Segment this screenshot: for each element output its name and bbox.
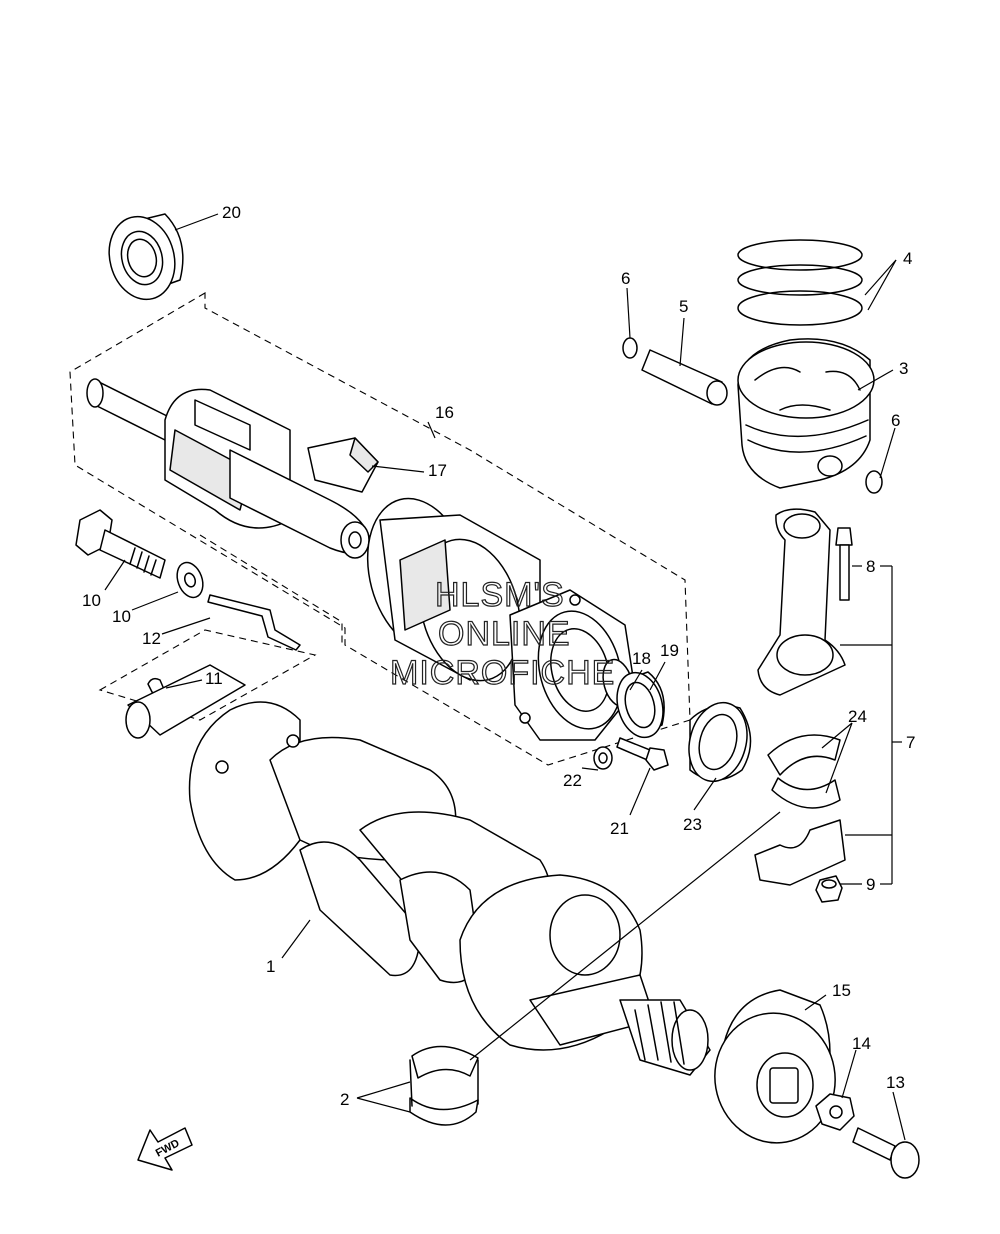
clip-6a [622,337,638,359]
callout-24: 23 [683,815,702,834]
lock-washer-15 [815,1093,855,1131]
oil-seal-24 [688,701,752,783]
weight-18 [307,437,379,493]
bolt-10 [75,509,166,579]
callout-13: 12 [142,629,161,648]
callouts: 20 16 17 10 10 12 11 1 2 22 21 23 18 19 … [82,203,915,1109]
callout-20: 19 [660,641,679,660]
collar-20 [616,671,665,739]
callout-25: 24 [848,707,867,726]
connecting-rod-7 [757,508,846,696]
watermark-line-3: MICROFICHE [390,654,615,692]
gear-16 [714,989,836,1144]
callout-6b: 6 [891,411,900,430]
bolt-group-outline [199,534,343,645]
callout-7: 7 [906,733,915,752]
callout-17: 16 [435,403,454,422]
callout-15: 14 [852,1034,871,1053]
bolt-8 [835,527,853,601]
callout-12: 11 [205,669,223,688]
callout-3: 3 [899,359,908,378]
callout-18: 17 [428,461,447,480]
callout-1: 1 [266,957,275,976]
bolt-22 [616,737,669,771]
plate-13 [207,594,301,651]
bolt-14 [852,1127,920,1179]
nut-9 [815,875,843,903]
callout-6a: 6 [621,269,630,288]
rod-cap [754,819,846,886]
balancer-shaft-17 [86,378,371,559]
watermark: HLSM'S ONLINE MICROFICHE [389,575,615,692]
callout-11: 10 [112,607,131,626]
callout-4: 4 [903,249,912,268]
washer-11 [176,561,204,599]
bearing-shells-2 [409,1045,479,1126]
callout-2: 2 [340,1090,349,1109]
fwd-arrow-icon [137,1127,193,1171]
callout-22: 21 [610,819,629,838]
callout-9: 9 [866,875,875,894]
callout-16: 15 [832,981,851,1000]
callout-5: 5 [679,297,688,316]
callout-23: 22 [563,771,582,790]
watermark-line-2: ONLINE [438,615,571,653]
callout-14: 13 [886,1073,905,1092]
balancer-assembly-outline [69,292,691,766]
leader-lines [104,213,906,1141]
bearing-25 [767,734,841,809]
balancer-drive-gear [366,497,541,682]
washer-23 [593,746,613,770]
piston-3 [737,338,875,489]
clip-6b [865,470,883,494]
watermark-line-1: HLSM'S [435,576,565,614]
callout-10: 10 [82,591,101,610]
callout-8: 8 [866,557,875,576]
crankshaft-1 [125,664,711,1076]
callout-21: 20 [222,203,241,222]
piston-rings-4 [737,239,863,326]
piston-pin-5 [641,349,728,406]
callout-19: 18 [632,649,651,668]
bearing-21 [108,213,184,301]
balancer-hub [509,589,636,741]
